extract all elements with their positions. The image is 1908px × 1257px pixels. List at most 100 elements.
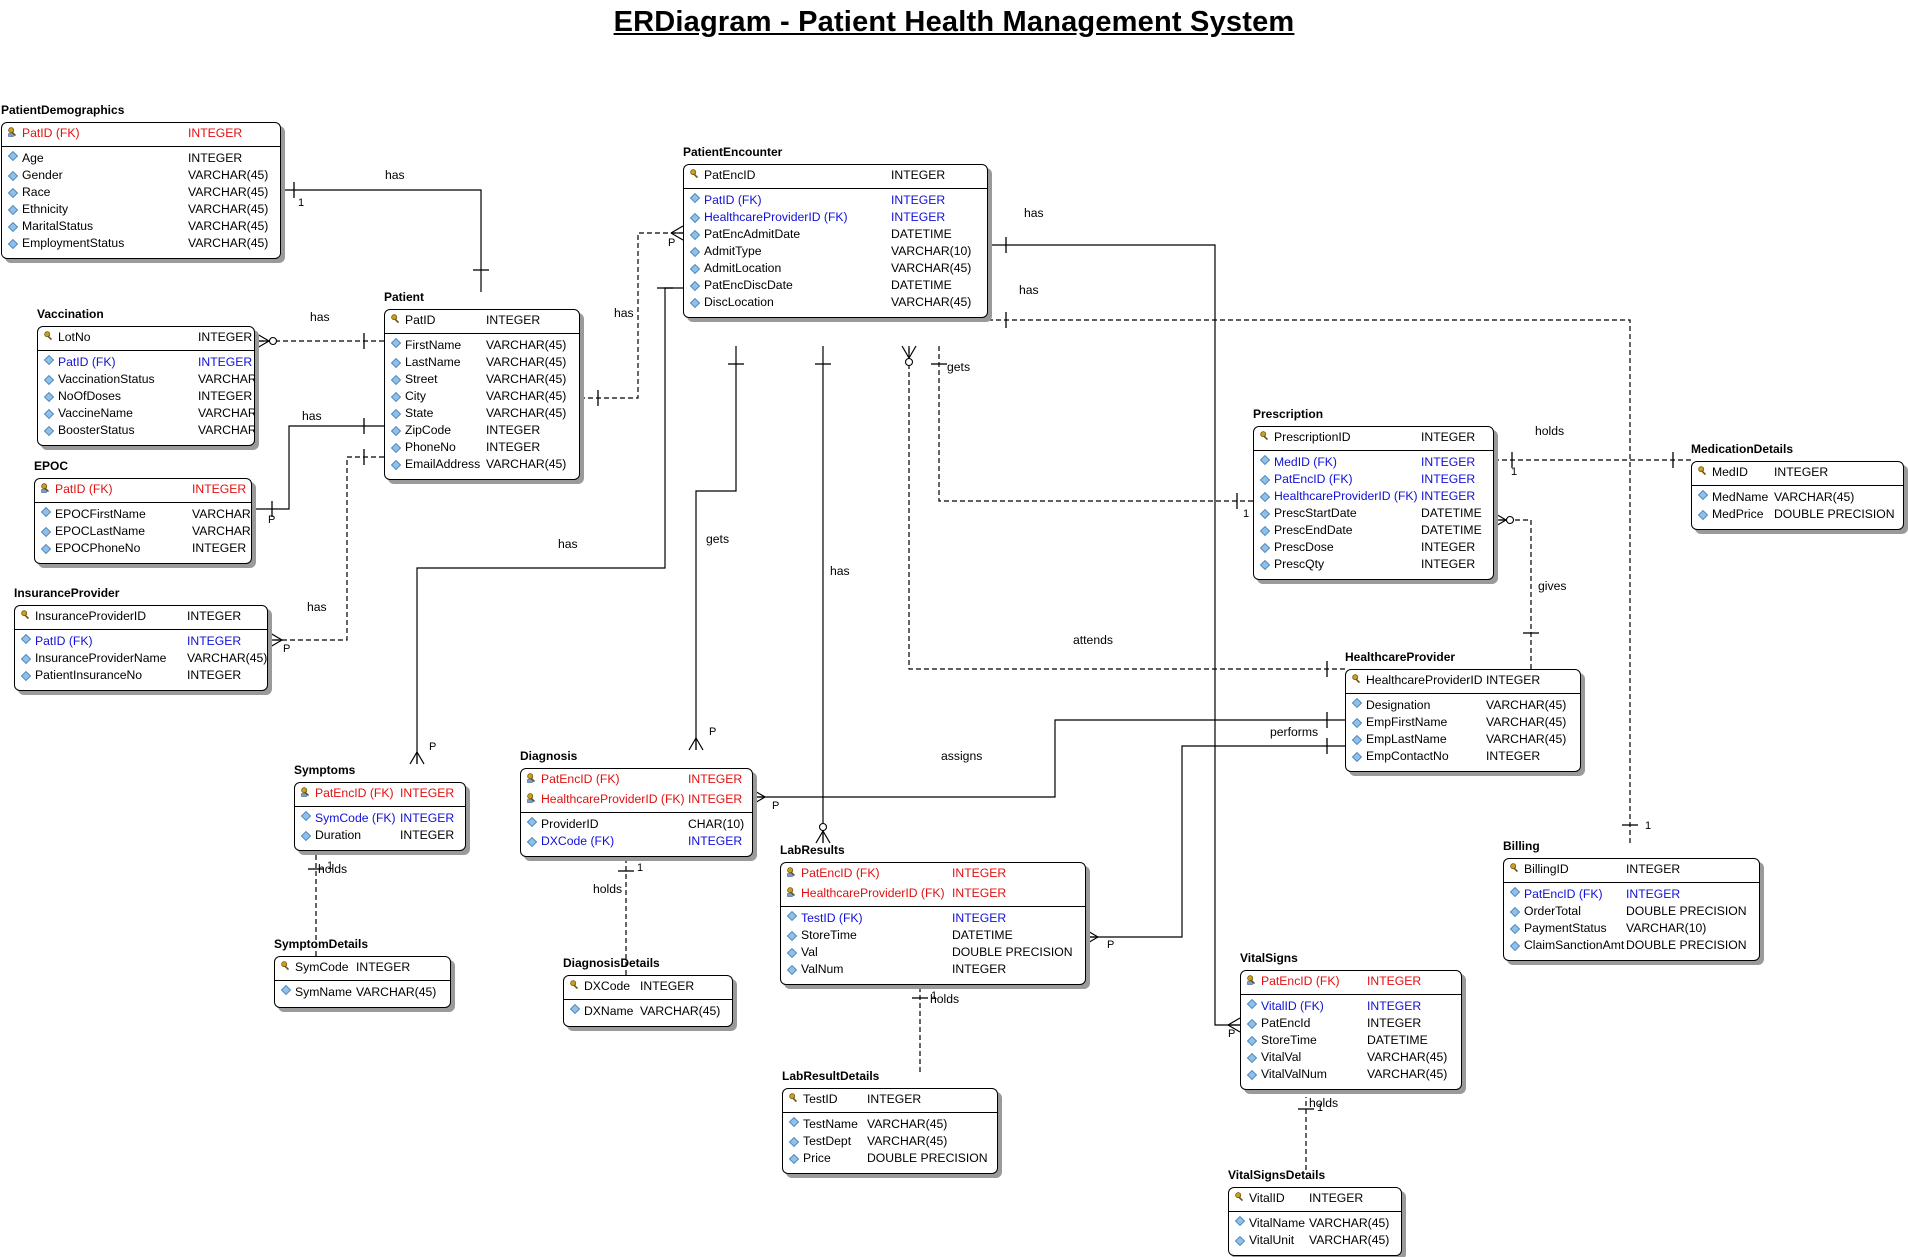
field-type: INTEGER: [192, 482, 247, 496]
attribute-diamond-icon: [1352, 698, 1362, 708]
key-icon: [789, 1093, 798, 1103]
optional-circle: [268, 336, 278, 346]
field-type: VARCHAR(45): [891, 295, 972, 309]
field-name: VitalName: [1249, 1216, 1305, 1230]
attribute-diamond-icon: [1352, 752, 1362, 762]
attribute-row: PatID (FK)INTEGER: [684, 188, 987, 209]
attribute-diamond-icon: [44, 426, 54, 436]
optional-circle: [1505, 515, 1515, 525]
field-type: VARCHAR(45): [486, 406, 567, 420]
attribute-diamond-icon: [1260, 526, 1270, 536]
field-name: EPOCLastName: [55, 524, 146, 538]
field-type: VARCHAR(45): [486, 338, 567, 352]
optional-circle: [904, 357, 914, 367]
attribute-diamond-icon: [1260, 560, 1270, 570]
field-name: PatEncID (FK): [1261, 974, 1340, 988]
key-icon: [21, 610, 30, 620]
field-name: PatID (FK): [22, 126, 80, 140]
field-type: DOUBLE PRECISION: [1774, 507, 1895, 521]
entity-box: PatEncID (FK) INTEGER VitalID (FK)INTEGER P…: [1240, 970, 1462, 1090]
relationship-line: [270, 456, 384, 641]
field-type: VARCHAR(45): [1486, 732, 1567, 746]
field-name: PatEncAdmitDate: [704, 227, 801, 241]
field-type: INTEGER: [1421, 455, 1476, 469]
field-name: TestID: [803, 1092, 838, 1106]
field-type: VARCHAR(45): [192, 524, 251, 538]
attribute-diamond-icon: [8, 188, 18, 198]
attribute-diamond-icon: [690, 281, 700, 291]
field-type: VARCHAR(45): [187, 651, 268, 665]
attribute-diamond-icon: [690, 230, 700, 240]
attribute-row: VitalID (FK)INTEGER: [1241, 994, 1461, 1015]
field-type: INTEGER: [952, 911, 1007, 925]
field-name: SymCode: [295, 960, 349, 974]
field-type: VARCHAR(45): [1367, 1050, 1448, 1064]
field-type: DATETIME: [1421, 506, 1482, 520]
cardinality-one-label: 1: [1645, 820, 1651, 832]
field-type: VARCHAR(45): [1486, 715, 1567, 729]
attribute-diamond-icon: [44, 375, 54, 385]
field-name: DiscLocation: [704, 295, 774, 309]
attribute-diamond-icon: [391, 338, 401, 348]
attribute-diamond-icon: [281, 985, 291, 995]
crows-foot: [1493, 519, 1507, 528]
crows-foot: [688, 737, 697, 751]
relationship-line: [580, 232, 683, 399]
field-type: DATETIME: [891, 227, 952, 241]
relationship-label: holds: [1535, 424, 1564, 438]
field-type: VARCHAR(45): [188, 236, 269, 250]
entity-name: Billing: [1503, 839, 1540, 853]
field-type: VARCHAR(45): [486, 355, 567, 369]
field-name: VitalValNum: [1261, 1067, 1327, 1081]
field-name: Ethnicity: [22, 202, 69, 216]
entity-name: Diagnosis: [520, 749, 578, 763]
crows-foot: [256, 340, 270, 349]
attribute-diamond-icon: [570, 1004, 580, 1014]
relationship-label: has: [1024, 206, 1044, 220]
field-type: INTEGER: [486, 423, 541, 437]
relationship-label: gives: [1538, 579, 1566, 593]
field-type: INTEGER: [1367, 974, 1422, 988]
relationship-label: holds: [318, 862, 347, 876]
primary-key-row: PatEncID (FK) INTEGER: [1241, 971, 1461, 991]
crows-foot: [670, 225, 684, 234]
crows-foot: [695, 737, 704, 751]
field-name: PatID (FK): [704, 193, 762, 207]
field-type: VARCHAR(45): [486, 372, 567, 386]
field-name: MaritalStatus: [22, 219, 94, 233]
